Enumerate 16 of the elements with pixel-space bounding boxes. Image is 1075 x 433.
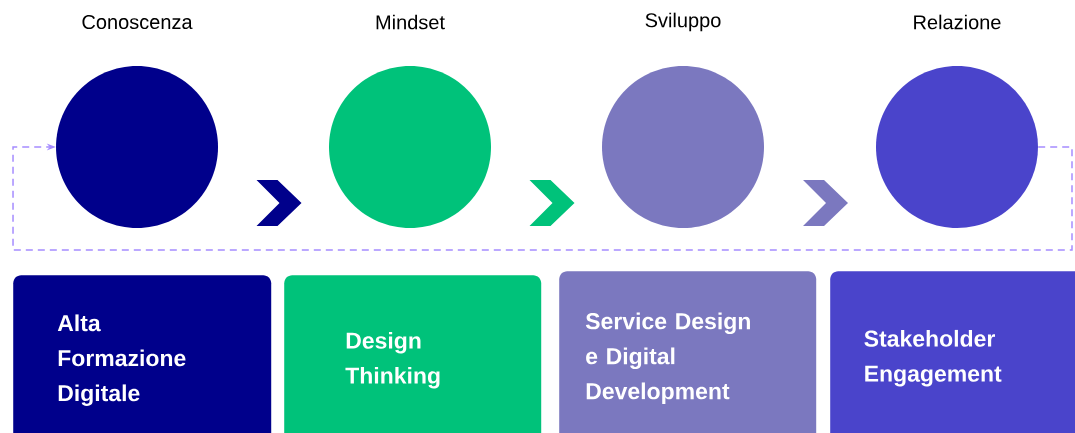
text-box: Design Thinking xyxy=(284,275,542,433)
circle xyxy=(329,66,491,228)
circle xyxy=(56,66,218,228)
circle xyxy=(602,66,764,228)
chevron-arrow xyxy=(529,180,575,226)
text-box: Stakeholder Engagement xyxy=(830,271,1075,433)
chevron-arrow xyxy=(256,180,302,226)
text-box: Alta Formazione Digitale xyxy=(13,275,272,433)
circle xyxy=(876,66,1038,228)
loop-arrow xyxy=(12,143,1073,251)
step-heading: Relazione xyxy=(914,14,1001,30)
text-box: Service Design e Digital Development xyxy=(559,271,817,433)
step-heading: Sviluppo xyxy=(645,12,721,32)
step-heading: Mindset xyxy=(376,14,445,30)
step-heading: Conoscenza xyxy=(82,14,193,30)
chevron-arrow xyxy=(803,180,848,226)
